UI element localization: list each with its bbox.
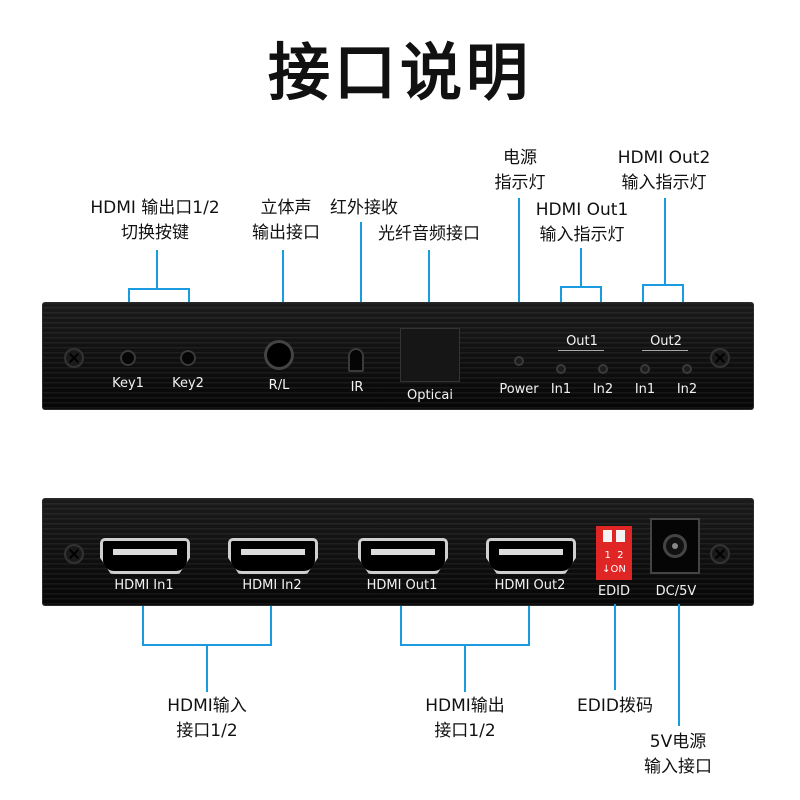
key2-label: Key2 — [172, 376, 204, 391]
out1-led-caption-line2: 输入指示灯 — [539, 225, 625, 245]
out2-in2-led-icon — [682, 364, 692, 374]
leader-line — [156, 250, 158, 290]
edid-dip-switch[interactable]: 1 2 ↓ON — [596, 526, 632, 580]
edid-label: EDID — [597, 584, 631, 599]
hdmi-input-caption: HDMI输入 接口1/2 — [146, 694, 268, 744]
dip-toggle[interactable] — [603, 530, 612, 542]
out1-in2-led-icon — [598, 364, 608, 374]
ir-label: IR — [350, 380, 364, 395]
key1-button[interactable] — [120, 350, 136, 366]
dip-on-label: ↓ON — [602, 564, 626, 575]
hdmi-input-caption-line1: HDMI输入 — [167, 696, 247, 716]
key-switch-caption-line1: HDMI 输出口1/2 — [90, 198, 220, 218]
power-led-caption-line2: 指示灯 — [494, 173, 546, 193]
leader-line — [518, 198, 520, 356]
leader-line — [428, 250, 430, 320]
ir-sensor-icon — [348, 348, 364, 372]
power-led-icon — [514, 356, 524, 366]
power-input-caption-line2: 输入接口 — [644, 757, 712, 777]
leader-line — [560, 286, 602, 288]
stereo-caption-line2: 输出接口 — [252, 223, 320, 243]
leader-line — [142, 606, 144, 646]
hdmi-in1-label: HDMI In1 — [114, 578, 174, 593]
out2-led-caption-line1: HDMI Out2 — [617, 148, 711, 168]
optical-port-icon[interactable] — [400, 328, 460, 382]
power-led-caption-line1: 电源 — [503, 148, 537, 168]
audio-jack-icon[interactable] — [264, 340, 294, 370]
hdmi-out2-label: HDMI Out2 — [494, 578, 566, 593]
leader-line — [614, 604, 616, 690]
hdmi-in2-port-icon[interactable] — [228, 538, 318, 574]
out1-in2-label: In2 — [592, 382, 614, 397]
leader-line — [282, 250, 284, 334]
leader-line — [128, 288, 190, 290]
leader-line — [360, 222, 362, 332]
dc-jack-icon[interactable] — [650, 518, 700, 574]
hdmi-output-caption: HDMI输出 接口1/2 — [404, 694, 526, 744]
power-label: Power — [499, 382, 539, 397]
out1-label: Out1 — [566, 334, 598, 349]
hdmi-in2-label: HDMI In2 — [242, 578, 302, 593]
divider — [558, 350, 604, 351]
out2-in2-label: In2 — [676, 382, 698, 397]
out1-in1-label: In1 — [550, 382, 572, 397]
stereo-caption-line1: 立体声 — [260, 198, 312, 218]
leader-line — [642, 284, 684, 286]
rl-label: R/L — [268, 378, 290, 393]
power-led-caption: 电源 指示灯 — [478, 146, 562, 196]
key-switch-caption-line2: 切换按键 — [121, 223, 189, 243]
leader-line — [678, 604, 680, 726]
optical-label: Opticai — [407, 388, 453, 403]
screw-icon — [710, 544, 730, 564]
screw-icon — [64, 348, 84, 368]
out2-label: Out2 — [650, 334, 682, 349]
page-title: 接口说明 — [267, 36, 532, 109]
edid-dip-caption: EDID拨码 — [577, 696, 653, 716]
hdmi-out1-port-icon[interactable] — [358, 538, 448, 574]
hdmi-in1-port-icon[interactable] — [100, 538, 190, 574]
out1-led-caption-line1: HDMI Out1 — [535, 200, 629, 220]
out2-led-caption-line2: 输入指示灯 — [621, 173, 707, 193]
dip-numbers: 1 2 — [604, 550, 624, 561]
divider — [642, 350, 688, 351]
stereo-caption: 立体声 输出接口 — [236, 196, 336, 246]
optical-caption: 光纤音频接口 — [378, 224, 480, 244]
power-input-caption: 5V电源 输入接口 — [626, 730, 730, 780]
hdmi-out1-label: HDMI Out1 — [366, 578, 438, 593]
dc-label: DC/5V — [655, 584, 697, 599]
out2-led-caption: HDMI Out2 输入指示灯 — [604, 146, 724, 196]
screw-icon — [710, 348, 730, 368]
key-switch-caption: HDMI 输出口1/2 切换按键 — [70, 196, 240, 246]
leader-line — [400, 606, 402, 646]
power-input-caption-line1: 5V电源 — [649, 732, 707, 752]
leader-line — [528, 606, 530, 646]
front-panel: Key1 Key2 R/L IR Opticai Power Out1 In1 … — [42, 302, 754, 410]
out2-in1-led-icon — [640, 364, 650, 374]
ir-caption: 红外接收 — [330, 198, 398, 218]
out1-in1-led-icon — [556, 364, 566, 374]
leader-line — [270, 606, 272, 646]
key1-label: Key1 — [112, 376, 144, 391]
out2-in1-label: In1 — [634, 382, 656, 397]
leader-line — [206, 644, 208, 692]
out1-led-caption: HDMI Out1 输入指示灯 — [522, 198, 642, 248]
leader-line — [664, 198, 666, 286]
leader-line — [464, 644, 466, 692]
hdmi-output-caption-line2: 接口1/2 — [434, 721, 496, 741]
dip-toggle[interactable] — [616, 530, 625, 542]
back-panel: HDMI In1 HDMI In2 HDMI Out1 HDMI Out2 1 … — [42, 498, 754, 606]
hdmi-out2-port-icon[interactable] — [486, 538, 576, 574]
hdmi-input-caption-line2: 接口1/2 — [176, 721, 238, 741]
key2-button[interactable] — [180, 350, 196, 366]
hdmi-output-caption-line1: HDMI输出 — [425, 696, 505, 716]
screw-icon — [64, 544, 84, 564]
leader-line — [580, 248, 582, 288]
